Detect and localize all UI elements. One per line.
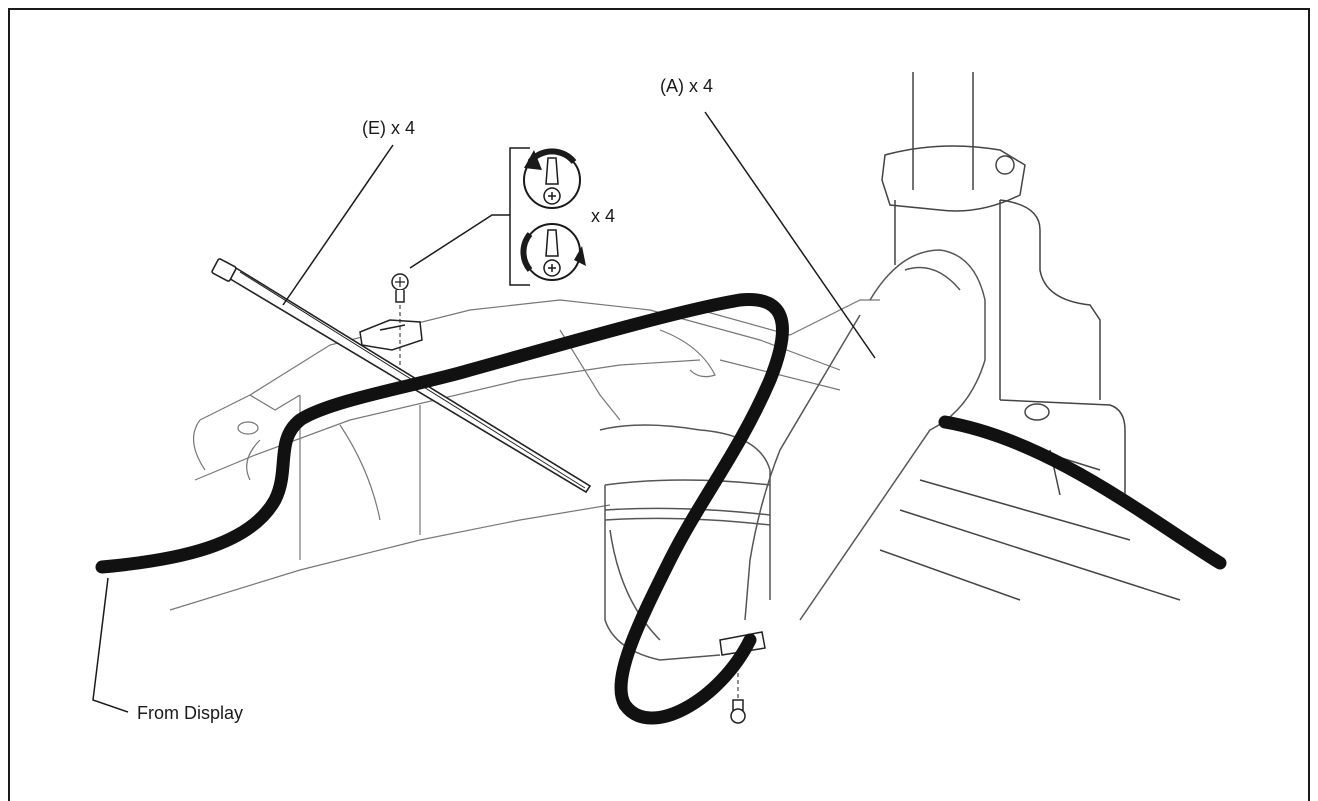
upper-arm-tube — [744, 249, 986, 621]
leader-line-a — [704, 111, 876, 359]
diagram-frame — [8, 8, 1310, 801]
leader-line-screw — [409, 214, 510, 269]
pole-mount — [879, 72, 1181, 601]
clockwise-screwdriver-icon — [520, 223, 586, 281]
counterclockwise-screwdriver-icon — [523, 148, 581, 209]
leader-line-display — [92, 577, 129, 713]
icon-bracket — [509, 147, 530, 286]
callout-part-a: (A) x 4 — [660, 76, 714, 96]
leader-line-e — [282, 144, 394, 306]
callout-part-e: (E) x 4 — [362, 118, 416, 138]
callout-from-display: From Display — [137, 703, 244, 723]
cable-clip-assembly — [359, 273, 423, 370]
display-cable — [95, 293, 789, 725]
callout-screw-quantity: x 4 — [591, 206, 616, 226]
elbow-joint — [599, 424, 771, 661]
display-cable-exit — [938, 415, 1227, 570]
monitor-arm-base — [169, 299, 880, 611]
